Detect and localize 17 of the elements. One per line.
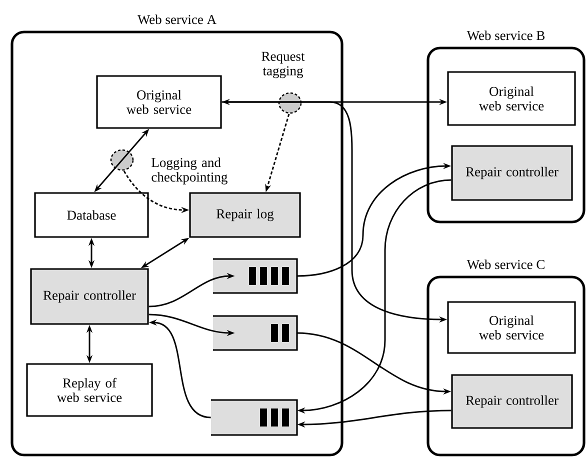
node-label: Web service C [466,260,544,270]
annotation-text: Logging and checkpointing [152,158,228,184]
node-label: Web service B [466,30,545,40]
process-box: Original web service [447,301,576,354]
queue-drawing [213,258,298,294]
node-label: Web service A [137,14,216,24]
process-box: Original web service [447,71,576,126]
process-box: Repair controller [30,268,149,325]
queue-drawing [211,399,298,436]
process-box: Original web service [96,75,222,129]
annotation-text: Request tagging [262,52,305,78]
queue-drawing [213,315,298,351]
process-box: Repair controller [451,145,573,201]
process-box: Database [34,192,149,238]
process-box: Repair log [189,192,301,238]
process-box: Replay of web service [26,363,153,417]
process-box: Repair controller [451,374,573,429]
